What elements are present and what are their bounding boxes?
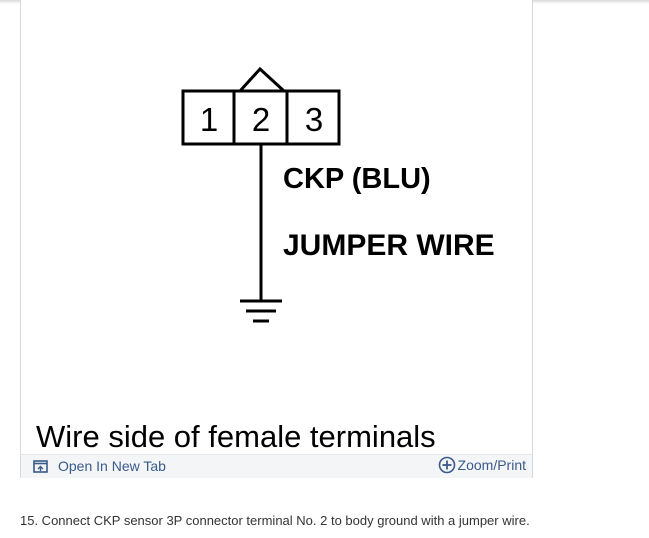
figure-card: 1 2 3 CKP (BLU) JUMPER WIRE Wire side of… — [20, 0, 533, 478]
zoom-print-link[interactable]: Zoom/Print — [438, 456, 526, 474]
connector-diagram: 1 2 3 CKP (BLU) JUMPER WIRE Wire side of… — [36, 66, 495, 454]
step-instruction: 15. Connect CKP sensor 3P connector term… — [20, 513, 530, 528]
jumper-wire-label: JUMPER WIRE — [283, 229, 495, 262]
plus-circle-icon — [438, 456, 455, 474]
terminal-2-label: 2 — [252, 101, 270, 138]
ground-icon — [240, 299, 282, 323]
figure-toolbar: Open In New Tab Zoom/Print — [21, 454, 532, 478]
wire-color-label: CKP (BLU) — [283, 163, 431, 195]
terminal-1-label: 1 — [200, 101, 218, 138]
terminal-3-label: 3 — [305, 101, 323, 138]
diagram-caption: Wire side of female terminals — [36, 419, 436, 454]
open-in-new-tab-link[interactable]: Open In New Tab — [33, 458, 166, 474]
external-link-icon — [33, 459, 48, 473]
connector-key — [238, 66, 286, 93]
open-in-new-tab-label: Open In New Tab — [58, 458, 166, 474]
zoom-print-label: Zoom/Print — [457, 457, 526, 473]
